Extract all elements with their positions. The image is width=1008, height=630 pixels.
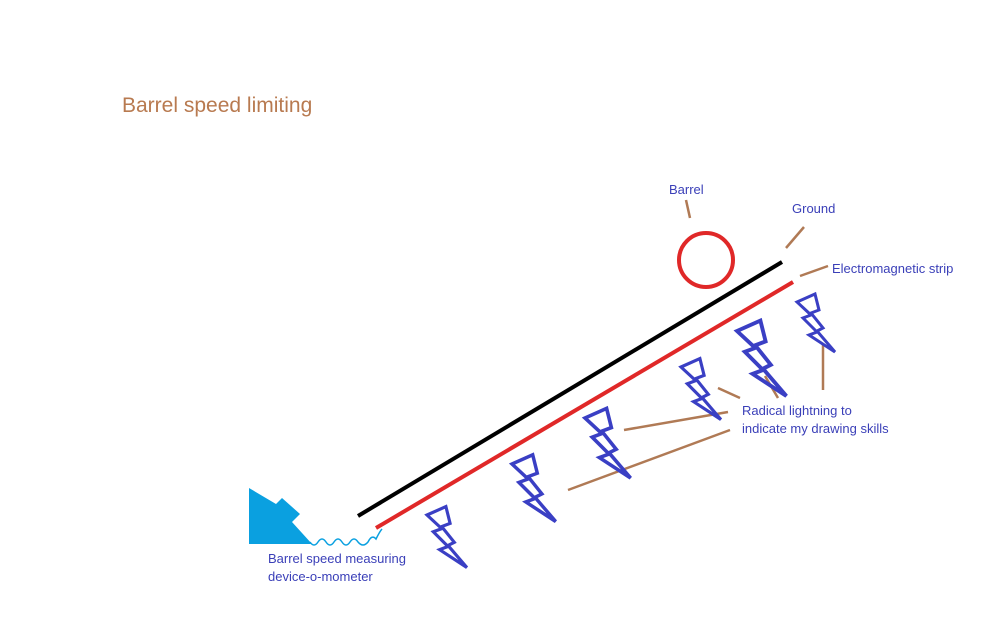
measuring-device-label: Barrel speed measuring device-o-mometer	[268, 551, 407, 584]
lightning-label: Radical lightning to indicate my drawing…	[742, 403, 889, 436]
ground-line	[356, 260, 784, 518]
barrel-label: Barrel	[669, 182, 704, 197]
electromagnetic-strip-label: Electromagnetic strip	[832, 261, 954, 276]
leader-lines	[567, 199, 829, 492]
barrel-leader	[684, 199, 692, 219]
lightning-leader-3	[717, 386, 741, 400]
lightning-bolt-icon	[425, 505, 469, 570]
lightning-bolt-icon	[510, 453, 558, 524]
electromagnetic-strip-line	[374, 280, 795, 530]
lightning-leader-4	[623, 410, 729, 432]
lightning-leader-5	[567, 428, 731, 492]
barrel-circle-icon	[677, 231, 735, 289]
ground-leader	[785, 226, 805, 249]
lightning-bolt-icon	[679, 357, 723, 422]
device-wire	[309, 528, 383, 546]
strip-leader	[799, 264, 829, 278]
diagram-title: Barrel speed limiting	[122, 94, 313, 117]
ground-label: Ground	[792, 201, 836, 216]
lightning-bolt-icon	[583, 406, 633, 480]
lightning-bolt-icon	[735, 318, 789, 398]
measuring-device-icon	[249, 488, 312, 544]
lightning-bolt-icon	[795, 292, 837, 354]
